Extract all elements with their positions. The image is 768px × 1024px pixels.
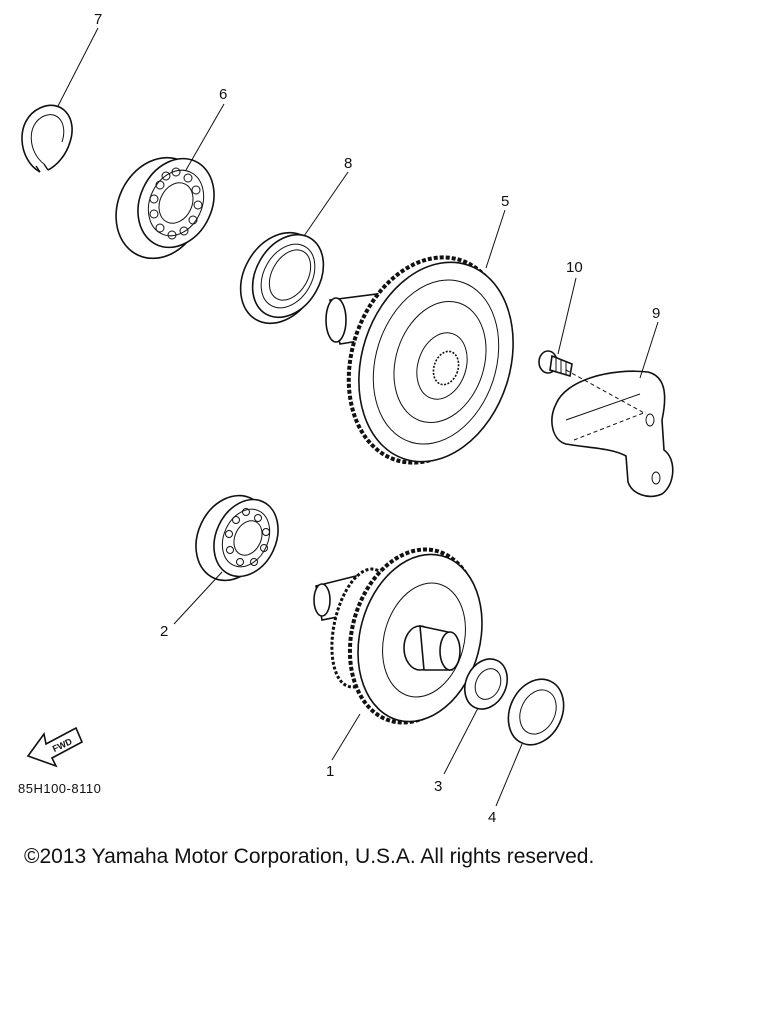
callout-8: 8 (344, 155, 352, 172)
part-4-washer (507, 678, 565, 746)
callout-7: 7 (94, 11, 102, 28)
part-9-bracket (551, 370, 674, 498)
exploded-parts-diagram: FWD 7 6 8 5 10 9 2 1 3 4 (21, 11, 674, 826)
callout-6: 6 (219, 86, 227, 103)
callout-5: 5 (501, 193, 509, 210)
copyright-notice: ©2013 Yamaha Motor Corporation, U.S.A. A… (24, 845, 595, 868)
part-8-oil-seal (239, 231, 325, 325)
diagram-part-number: 85H100-8110 (18, 781, 102, 796)
part-5-gear-assembly (325, 255, 514, 465)
part-3-washer (464, 658, 508, 710)
callout-2: 2 (160, 623, 168, 640)
part-10-bolt (538, 350, 573, 378)
fwd-arrow-icon: FWD (26, 726, 84, 768)
callout-9: 9 (652, 305, 660, 322)
part-1-gear-assembly (313, 547, 483, 725)
callout-4: 4 (488, 809, 496, 826)
part-7-circlip (21, 104, 73, 173)
part-2-bearing (195, 494, 279, 582)
callout-3: 3 (434, 778, 442, 795)
leader-lines (57, 27, 659, 807)
callout-1: 1 (326, 763, 334, 780)
callout-10: 10 (566, 259, 583, 276)
part-6-bearing (115, 156, 215, 260)
